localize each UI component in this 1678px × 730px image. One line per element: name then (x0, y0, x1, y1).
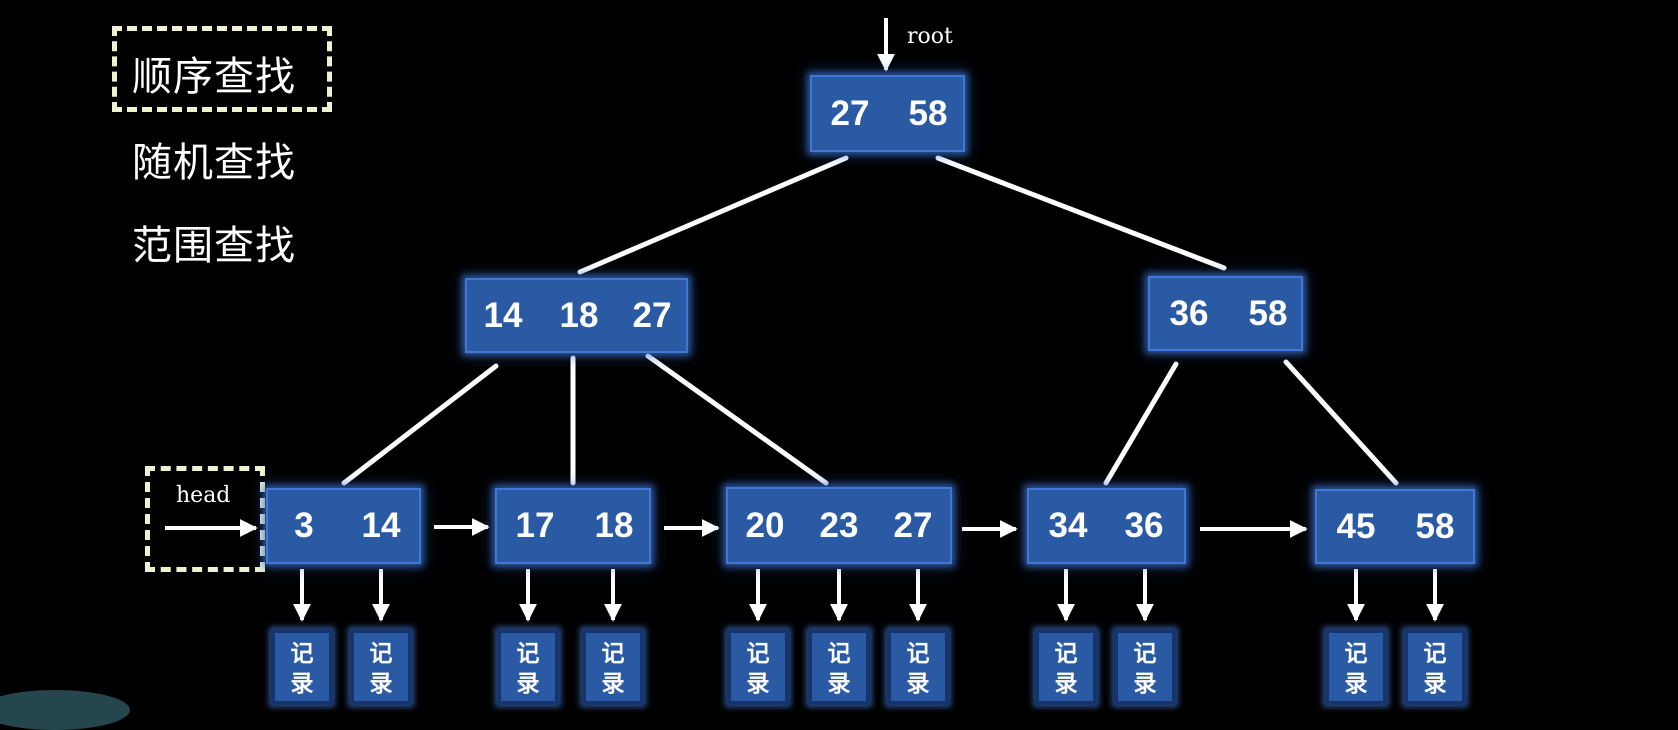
record-char: 记 (1133, 641, 1157, 667)
record-char: 记 (827, 641, 851, 667)
edge-root-right (935, 155, 1227, 271)
node-key: 36 (1124, 506, 1164, 545)
edge-int1-leaf3 (645, 353, 829, 486)
record-box[interactable]: 记 录 (271, 629, 333, 705)
node-key: 18 (559, 295, 599, 335)
record-char: 录 (1423, 671, 1447, 697)
record-box[interactable]: 记 录 (1114, 629, 1176, 705)
record-box[interactable]: 记 录 (582, 629, 644, 705)
leaf-node-1[interactable]: 3 14 (266, 488, 421, 564)
head-label: head (176, 483, 231, 508)
record-char: 记 (746, 641, 770, 667)
node-key: 3 (294, 506, 314, 545)
internal-node-right[interactable]: 36 58 (1148, 276, 1303, 351)
record-char: 记 (290, 641, 314, 667)
menu-item-sequential-search[interactable]: 顺序查找 (132, 54, 296, 100)
node-key: 27 (632, 295, 672, 335)
record-char: 记 (516, 641, 540, 667)
record-char: 记 (906, 641, 930, 667)
record-box[interactable]: 记 录 (1404, 629, 1466, 705)
record-char: 记 (1423, 641, 1447, 667)
decorative-blob (0, 690, 130, 730)
node-key: 45 (1336, 506, 1376, 546)
record-box[interactable]: 记 录 (497, 629, 559, 705)
record-char: 录 (369, 671, 393, 697)
node-key: 17 (515, 506, 555, 545)
record-char: 录 (1344, 671, 1368, 697)
highlight-box (112, 26, 332, 112)
record-box[interactable]: 记 录 (727, 629, 789, 705)
record-box[interactable]: 记 录 (808, 629, 870, 705)
record-char: 录 (827, 671, 851, 697)
node-key: 27 (893, 505, 933, 545)
root-node[interactable]: 27 58 (810, 75, 965, 152)
record-char: 记 (1344, 641, 1368, 667)
record-box[interactable]: 记 录 (1325, 629, 1387, 705)
node-key: 20 (745, 505, 785, 545)
leaf-node-4[interactable]: 34 36 (1027, 488, 1186, 564)
record-char: 录 (516, 671, 540, 697)
edge-root-left (577, 155, 849, 275)
record-box[interactable]: 记 录 (887, 629, 949, 705)
record-char: 录 (1133, 671, 1157, 697)
leaf-node-3[interactable]: 20 23 27 (726, 487, 952, 564)
record-char: 录 (906, 671, 930, 697)
edge-int1-leaf1 (341, 363, 499, 486)
record-box[interactable]: 记 录 (1035, 629, 1097, 705)
tree-edges (165, 18, 1444, 622)
leaf-node-5[interactable]: 45 58 (1315, 489, 1475, 564)
record-char: 记 (1054, 641, 1078, 667)
node-key: 14 (361, 506, 401, 545)
internal-node-left[interactable]: 14 18 27 (465, 278, 688, 353)
record-char: 录 (1054, 671, 1078, 697)
node-key: 14 (483, 295, 523, 335)
node-key: 58 (1415, 506, 1455, 546)
record-char: 记 (601, 641, 625, 667)
record-char: 录 (290, 671, 314, 697)
record-box[interactable]: 记 录 (350, 629, 412, 705)
record-char: 录 (601, 671, 625, 697)
edge-int2-leaf5 (1283, 359, 1399, 486)
node-key: 58 (908, 93, 948, 133)
node-key: 58 (1248, 293, 1288, 333)
leaf-node-2[interactable]: 17 18 (495, 488, 651, 564)
node-key: 36 (1169, 293, 1209, 333)
record-char: 记 (369, 641, 393, 667)
node-key: 18 (594, 506, 634, 545)
node-key: 34 (1048, 506, 1088, 545)
node-key: 27 (830, 93, 870, 133)
record-char: 录 (746, 671, 770, 697)
menu-item-range-search[interactable]: 范围查找 (132, 223, 296, 269)
edge-int2-leaf4 (1103, 361, 1179, 486)
node-key: 23 (819, 505, 859, 545)
menu-item-random-search[interactable]: 随机查找 (132, 140, 296, 186)
head-box (145, 466, 265, 572)
root-label: root (907, 24, 953, 49)
